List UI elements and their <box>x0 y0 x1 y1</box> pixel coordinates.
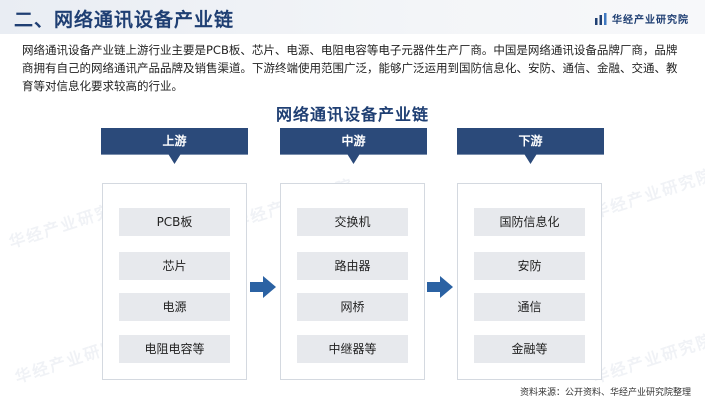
chain-item: 交换机 <box>297 208 408 236</box>
header-bar: 二、网络通讯设备产业链 华经产业研究院 <box>0 0 705 34</box>
source-note: 资料来源：公开资料、华经产业研究院整理 <box>519 388 691 398</box>
diagram-title: 网络通讯设备产业链 <box>275 105 429 124</box>
stage-box-midstream: 交换机 路由器 网桥 中继器等 <box>280 183 425 380</box>
bar-chart-icon <box>595 12 607 25</box>
chain-item: PCB板 <box>119 208 230 236</box>
chain-item: 芯片 <box>119 252 230 280</box>
watermark: 华经产业研究院 <box>590 329 705 387</box>
stage-label: 下游 <box>518 134 543 148</box>
chain-item: 中继器等 <box>297 335 408 363</box>
chain-item: 电阻电容等 <box>119 335 230 363</box>
chain-item: 国防信息化 <box>474 208 585 236</box>
chain-item: 安防 <box>474 252 585 280</box>
stage-label: 中游 <box>341 134 366 148</box>
arrow-right-icon <box>250 276 276 298</box>
page-title: 二、网络通讯设备产业链 <box>14 9 235 31</box>
stage-header-downstream: 下游 <box>457 128 604 164</box>
stage-label: 上游 <box>162 134 187 148</box>
stage-box-downstream: 国防信息化 安防 通信 金融等 <box>457 183 602 380</box>
brand: 华经产业研究院 <box>595 11 689 26</box>
chain-item: 通信 <box>474 293 585 321</box>
stage-box-upstream: PCB板 芯片 电源 电阻电容等 <box>102 183 247 380</box>
chain-item: 路由器 <box>297 252 408 280</box>
watermark: 华经产业研究院 <box>590 164 705 222</box>
chain-item: 金融等 <box>474 335 585 363</box>
brand-name: 华经产业研究院 <box>612 15 689 26</box>
chain-item: 网桥 <box>297 293 408 321</box>
stage-header-upstream: 上游 <box>101 128 248 164</box>
intro-paragraph: 网络通讯设备产业链上游行业主要是PCB板、芯片、电源、电阻电容等电子元器件生产厂… <box>22 43 678 93</box>
arrow-right-icon <box>427 276 453 298</box>
stage-header-midstream: 中游 <box>280 128 427 164</box>
chain-item: 电源 <box>119 293 230 321</box>
